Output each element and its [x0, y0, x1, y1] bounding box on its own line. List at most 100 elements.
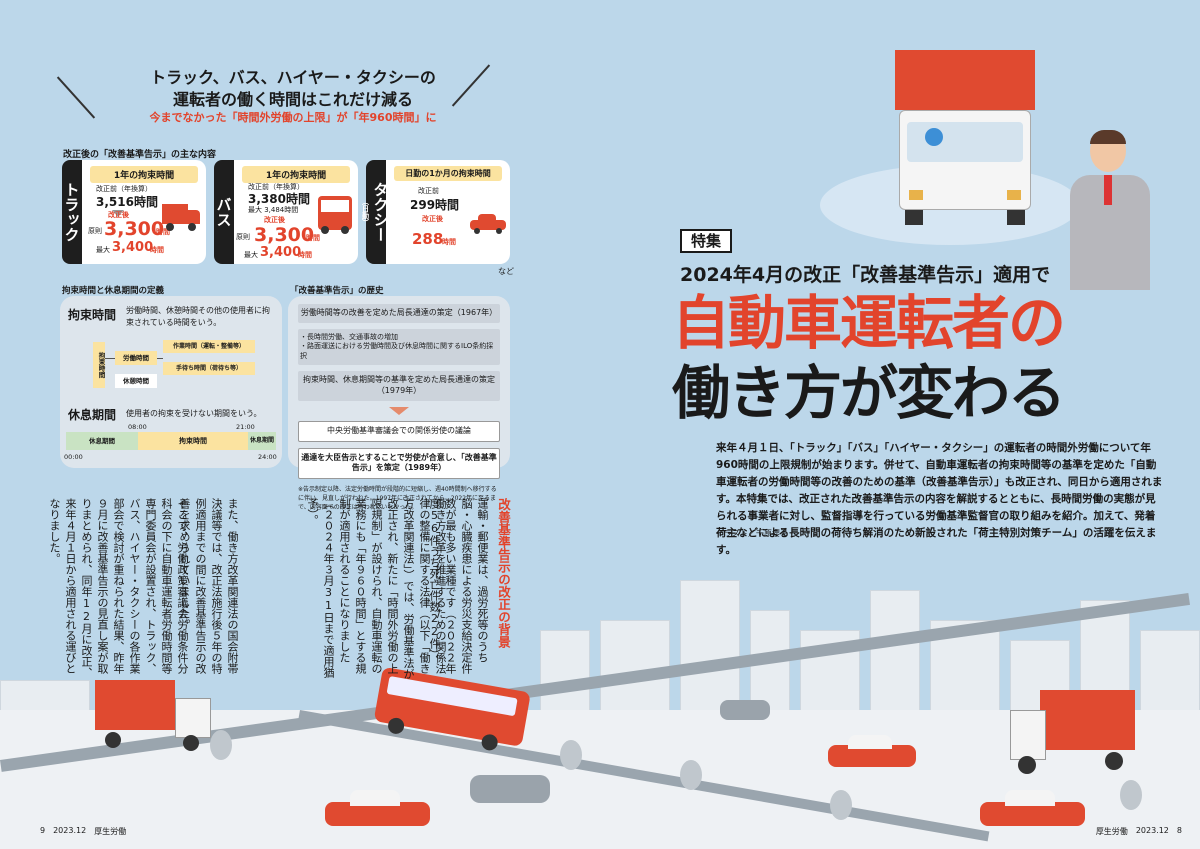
history-title: 「改善基準告示」の歴史: [290, 286, 384, 296]
feature-subtitle: 2024年4月の改正「改善基準告示」適用で: [680, 264, 1051, 286]
feature-title-line2: 働き方が変わる: [672, 359, 1066, 427]
card-side: タクシー （日勤）: [362, 160, 390, 264]
truck-icon: [162, 200, 202, 234]
taxi-illustration: [325, 790, 435, 835]
etc-label: など: [498, 267, 514, 276]
after-unit: 時間: [442, 238, 456, 246]
footer-left: 9 2023.12 厚生労働: [40, 826, 126, 837]
diagram-rest-break: 休憩時間: [115, 374, 157, 388]
down-arrow-icon: [389, 406, 409, 415]
before-value: 3,516時間: [96, 195, 158, 209]
issue: 2023.12: [53, 826, 87, 835]
body-column-1: 運輸・郵便業は、過労死等のうち脳・心臓疾患による労災支給決定件数が最も多い業種で…: [428, 498, 489, 674]
timeline-rest1: 休息期間: [66, 432, 138, 450]
diagram-wait: 手待ち時間（荷待ち等）: [163, 362, 255, 375]
headline-line1: トラック、バス、ハイヤー・タクシーの: [150, 68, 436, 87]
card-side-label: トラック: [62, 160, 82, 264]
card-side-label: バス: [214, 160, 234, 264]
before-value: 3,380時間: [248, 192, 310, 206]
card-side-label: タクシー: [371, 182, 390, 242]
restraint-desc: 労働時間、休憩時間その他の使用者に拘束されている時間をいう。: [126, 306, 270, 327]
body-column-4: そこで、労働政策審議会労働条件分科会の下に自動車運転者労働時間等専門委員会が設置…: [48, 498, 189, 678]
after-label: 改正後: [422, 215, 443, 223]
lead-paragraph: 来年４月１日、「トラック」「バス」「ハイヤー・タクシー」の運転者の時間外労働につ…: [716, 442, 1163, 556]
after-label: 改正後: [264, 216, 285, 224]
rule-value: 3,300: [254, 224, 315, 246]
issue: 2023.12: [1135, 826, 1169, 835]
timeline-t1: 08:00: [128, 423, 147, 431]
before-max: 最大 3,484時間: [248, 206, 299, 214]
history-row: ・長時間労働、交通事故の増加 ・路面運送における労働時間及び休息時間に関するIL…: [298, 328, 500, 366]
card-header: 1年の拘束時間: [242, 166, 350, 183]
before-label: 改正前（年換算）: [248, 183, 304, 191]
max-unit: 時間: [298, 251, 312, 259]
headline-deco-right: [451, 64, 491, 107]
magazine-name: 厚生労働: [94, 827, 127, 836]
rest-title: 休息期間: [68, 408, 117, 422]
rule-label: 原則: [88, 227, 102, 235]
restraint-title: 拘束時間: [68, 308, 117, 322]
taxi-illustration: [980, 790, 1090, 835]
diagram-root: 拘束時間: [93, 342, 105, 388]
man-illustration: [1060, 130, 1155, 290]
city-illustration: [0, 560, 1200, 849]
rule-unit: 時間: [306, 234, 320, 242]
definition-title: 拘束時間と休息期間の定義: [62, 286, 165, 296]
card-header: 日勤の1か月の拘束時間: [394, 166, 502, 181]
card-bus: バス 1年の拘束時間 改正前（年換算） 3,380時間 最大 3,484時間 改…: [214, 160, 358, 264]
feature-tag: 特集: [680, 229, 732, 253]
timeline-t0: 00:00: [64, 453, 83, 461]
timeline-rest2: 休息期間: [248, 432, 276, 450]
timeline-restraint: 拘束時間: [138, 432, 248, 450]
max-unit: 時間: [150, 246, 164, 254]
card-truck: トラック 1年の拘束時間 改正前（年換算） 3,516時間 改正後 原則 3,3…: [62, 160, 206, 264]
after-label: 改正後: [108, 211, 129, 219]
rule-unit: 時間: [156, 228, 170, 236]
taxi-icon: [470, 212, 508, 236]
hero-truck-illustration: [885, 50, 1045, 225]
before-label: 改正前（年換算）: [96, 185, 152, 193]
rest-desc: 使用者の拘束を受けない期間をいう。: [126, 409, 262, 418]
max-label: 最大: [244, 251, 258, 259]
history-row: 中央労働基準審議会での関係労使の議論: [298, 420, 500, 442]
rule-value: 3,300: [104, 218, 165, 240]
card-side-sub: （日勤）: [361, 198, 370, 226]
headline-sub: 今までなかった「時間外労働の上限」が「年960時間」に: [149, 111, 437, 124]
history-row: 拘束時間、休息期間等の基準を定めた局長通達の策定（1979年）: [298, 371, 500, 401]
page-number: 9: [40, 826, 46, 835]
before-value: 299時間: [410, 198, 460, 212]
headline-deco-left: [56, 76, 96, 119]
card-header: 1年の拘束時間: [90, 166, 198, 183]
main-points-label: 改正後の「改善基準告示」の主な内容: [63, 150, 217, 160]
truck-illustration: [1010, 690, 1140, 780]
max-value: 3,400: [260, 245, 302, 260]
footer-right: 厚生労働 2023.12 8: [1096, 826, 1182, 837]
timeline-t3: 24:00: [258, 453, 277, 461]
before-label: 改正前: [418, 187, 439, 195]
page-number: 8: [1176, 826, 1182, 835]
headline-line2: 運転者の働く時間はこれだけ減る: [172, 90, 413, 109]
max-label: 最大: [96, 246, 110, 254]
history-panel: 労働時間等の改善を定めた局長通達の策定（1967年） ・長時間労働、交通事故の増…: [288, 296, 510, 511]
max-value: 3,400: [112, 240, 154, 255]
diagram-work: 作業時間（運転・整備等）: [163, 340, 255, 353]
history-row: 労働時間等の改善を定めた局長通達の策定（1967年）: [298, 304, 500, 323]
feature-title-line1: 自動車運転者の: [672, 289, 1066, 357]
taxi-illustration: [828, 735, 918, 775]
history-note: ※告示制定以降、法定労働時間が段階的に短縮し、週40時間制へ移行するに伴い、見直…: [298, 486, 497, 512]
diagram-labor: 労働時間: [115, 351, 157, 365]
card-taxi: タクシー （日勤） 日勤の1か月の拘束時間 改正前 299時間 改正後 288 …: [362, 160, 510, 264]
timeline-t2: 21:00: [236, 423, 255, 431]
after-value: 288: [412, 230, 444, 248]
body-column-3: また、働き方改革関連法の国会附帯決議等では、改正法施行後５年の特例適用までの間に…: [178, 498, 239, 674]
illustration-credit: イラスト／千原櫻子: [716, 529, 788, 538]
magazine-name: 厚生労働: [1095, 827, 1128, 836]
down-arrow-icon: [112, 210, 124, 217]
body-heading: 改善基準告示の改正の背景: [496, 498, 511, 648]
bus-icon: [318, 196, 354, 238]
body-column-2: 働き方改革を推進するための関係法律の整備に関する法律（以下「働き方改革関連法」）…: [306, 498, 447, 680]
history-row: 通達を大臣告示とすることで労使が合意し、「改善基準告示」を策定（1989年）: [298, 447, 500, 480]
truck-illustration: [95, 680, 215, 760]
definition-panel: 拘束時間 労働時間、休憩時間その他の使用者に拘束されている時間をいう。 拘束時間…: [60, 296, 282, 468]
rule-label: 原則: [236, 233, 250, 241]
